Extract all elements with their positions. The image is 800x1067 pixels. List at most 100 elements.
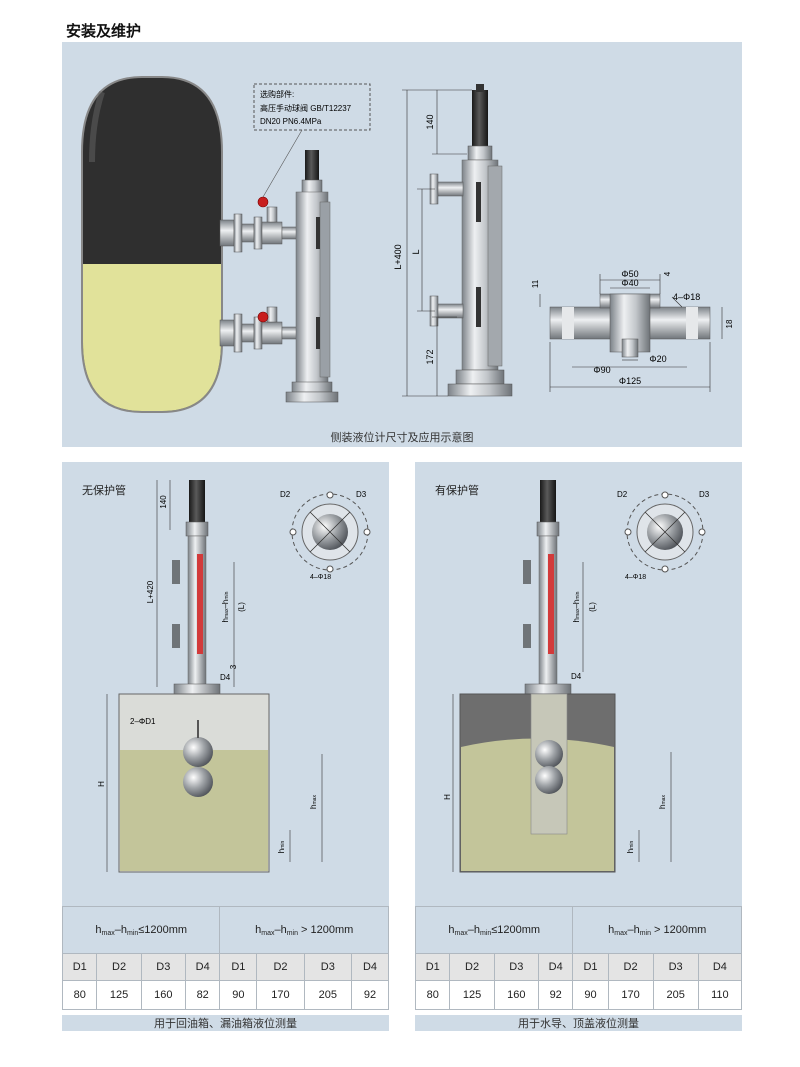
left-header-large: hmax–hmin > 1200mm bbox=[219, 906, 389, 954]
col-header: D3 bbox=[140, 953, 186, 981]
table-cell: 170 bbox=[607, 980, 654, 1010]
top-caption: 侧装液位计尺寸及应用示意图 bbox=[330, 431, 474, 444]
table-cell: 80 bbox=[61, 980, 98, 1010]
dim-140: 140 bbox=[425, 114, 435, 129]
callout-line3: DN20 PN6.4MPa bbox=[260, 117, 322, 126]
optional-valve-callout: 选购部件: 高压手动球阀 GB/T12237 DN20 PN6.4MPa bbox=[253, 83, 371, 198]
col-header: D2 bbox=[256, 953, 305, 981]
front-dimensions bbox=[402, 89, 472, 397]
col-header: D3 bbox=[493, 953, 539, 981]
col-header: D4 bbox=[184, 953, 221, 981]
dim-d4-left: D4 bbox=[220, 673, 231, 682]
dim-l-left: (L) bbox=[237, 602, 246, 612]
callout-line2: 高压手动球阀 GB/T12237 bbox=[260, 103, 352, 113]
page-title: 安装及维护 bbox=[66, 22, 142, 40]
left-panel-title: 无保护管 bbox=[82, 484, 126, 497]
table-cell: 160 bbox=[140, 980, 186, 1010]
table-cell: 125 bbox=[449, 980, 495, 1010]
right-spec-table: hmax–hmin≤1200mm hmax–hmin > 1200mm D1 D… bbox=[414, 906, 743, 1010]
dim-phi20: Φ20 bbox=[649, 354, 666, 364]
dim-hmax-right: hmax bbox=[658, 795, 667, 809]
right-header-large: hmax–hmin > 1200mm bbox=[572, 906, 742, 954]
dim-l: L bbox=[411, 249, 421, 254]
level-gauge bbox=[285, 150, 339, 403]
dim-4-phi18: 4–Φ18 bbox=[673, 292, 700, 302]
dim-hmax-hmin-left: hmax–hmin bbox=[221, 591, 230, 622]
dim-11: 11 bbox=[531, 279, 540, 288]
magnetic-gauge-right bbox=[523, 480, 572, 695]
flange-holes: 4–Φ18 bbox=[310, 574, 331, 581]
col-header: D4 bbox=[697, 953, 743, 981]
table-cell: 205 bbox=[652, 980, 699, 1010]
right-panel-title: 有保护管 bbox=[435, 484, 479, 497]
magnetic-gauge bbox=[172, 480, 221, 720]
col-header: D4 bbox=[351, 953, 389, 981]
front-view bbox=[429, 84, 513, 397]
open-tank bbox=[118, 693, 270, 873]
dim-l-plus-400: L+400 bbox=[393, 244, 403, 269]
left-caption: 用于回油箱、漏油箱液位测量 bbox=[62, 1015, 389, 1031]
dim-2-phi-d1: 2–ΦD1 bbox=[130, 717, 156, 726]
flange-d2: D2 bbox=[280, 490, 291, 499]
with-protection-tube-diagram: D2 D3 4–Φ18 D4 (L) H hmax h bbox=[443, 480, 710, 873]
upper-connection bbox=[219, 196, 309, 253]
dim-h-right: H bbox=[443, 794, 452, 800]
dim-3-left: 3 bbox=[229, 664, 238, 669]
flange-d2-right: D2 bbox=[617, 490, 628, 499]
dim-172: 172 bbox=[425, 349, 435, 364]
table-cell: 82 bbox=[184, 980, 221, 1010]
side-mount-diagram: 选购部件: 高压手动球阀 GB/T12237 DN20 PN6.4MPa bbox=[81, 76, 734, 413]
left-header-small: hmax–hmin≤1200mm bbox=[61, 906, 221, 954]
dim-d4-right: D4 bbox=[571, 672, 582, 681]
flange-top-view-right bbox=[624, 491, 706, 573]
col-header: D4 bbox=[537, 953, 574, 981]
table-cell: 110 bbox=[697, 980, 743, 1010]
col-header: D1 bbox=[61, 953, 98, 981]
col-header: D2 bbox=[449, 953, 495, 981]
dim-140-left: 140 bbox=[159, 495, 168, 509]
flange-d3-right: D3 bbox=[699, 490, 710, 499]
col-header: D1 bbox=[572, 953, 609, 981]
dim-phi125: Φ125 bbox=[619, 376, 641, 386]
table-cell: 170 bbox=[256, 980, 305, 1010]
top-diagram-panel: 选购部件: 高压手动球阀 GB/T12237 DN20 PN6.4MPa bbox=[62, 42, 742, 447]
col-header: D1 bbox=[414, 953, 451, 981]
dim-4: 4 bbox=[663, 271, 672, 276]
left-spec-table: hmax–hmin≤1200mm hmax–hmin > 1200mm D1 D… bbox=[61, 906, 389, 1010]
col-header: D2 bbox=[607, 953, 654, 981]
col-header: D2 bbox=[96, 953, 142, 981]
col-header: D3 bbox=[652, 953, 699, 981]
lower-connection bbox=[219, 306, 309, 353]
dim-hmax-hmin-right: hmax–hmin bbox=[572, 591, 581, 622]
left-dimension-lines bbox=[106, 480, 323, 872]
flange-dimensions bbox=[539, 274, 723, 392]
table-cell: 90 bbox=[219, 980, 258, 1010]
no-protection-tube-diagram: D2 D3 4–Φ18 bbox=[97, 480, 371, 873]
dim-l-plus-420: L+420 bbox=[146, 580, 155, 603]
table-cell: 92 bbox=[351, 980, 389, 1010]
col-header: D3 bbox=[303, 953, 353, 981]
closed-tank bbox=[459, 693, 616, 873]
flange-d3: D3 bbox=[356, 490, 367, 499]
dim-hmin-left: hmin bbox=[277, 841, 286, 854]
dim-phi50: Φ50 bbox=[621, 269, 638, 279]
table-cell: 90 bbox=[572, 980, 609, 1010]
callout-line1: 选购部件: bbox=[260, 89, 294, 99]
with-protection-tube-panel: 有保护管 D2 D3 4–Φ18 bbox=[415, 462, 742, 909]
table-cell: 80 bbox=[414, 980, 451, 1010]
right-header-small: hmax–hmin≤1200mm bbox=[414, 906, 574, 954]
right-caption: 用于水导、顶盖液位测量 bbox=[415, 1015, 742, 1031]
table-cell: 92 bbox=[537, 980, 574, 1010]
right-dimension-lines bbox=[452, 562, 672, 872]
flange-top-view bbox=[289, 491, 371, 573]
dim-18: 18 bbox=[725, 319, 734, 328]
dim-hmin-right: hmin bbox=[626, 841, 635, 854]
dim-phi40: Φ40 bbox=[621, 278, 638, 288]
dim-hmax-left: hmax bbox=[309, 795, 318, 809]
table-cell: 205 bbox=[303, 980, 353, 1010]
table-cell: 160 bbox=[493, 980, 539, 1010]
dim-l-right: (L) bbox=[588, 602, 597, 612]
table-cell: 125 bbox=[96, 980, 142, 1010]
dim-phi90: Φ90 bbox=[593, 365, 610, 375]
flange-holes-right: 4–Φ18 bbox=[625, 574, 646, 581]
